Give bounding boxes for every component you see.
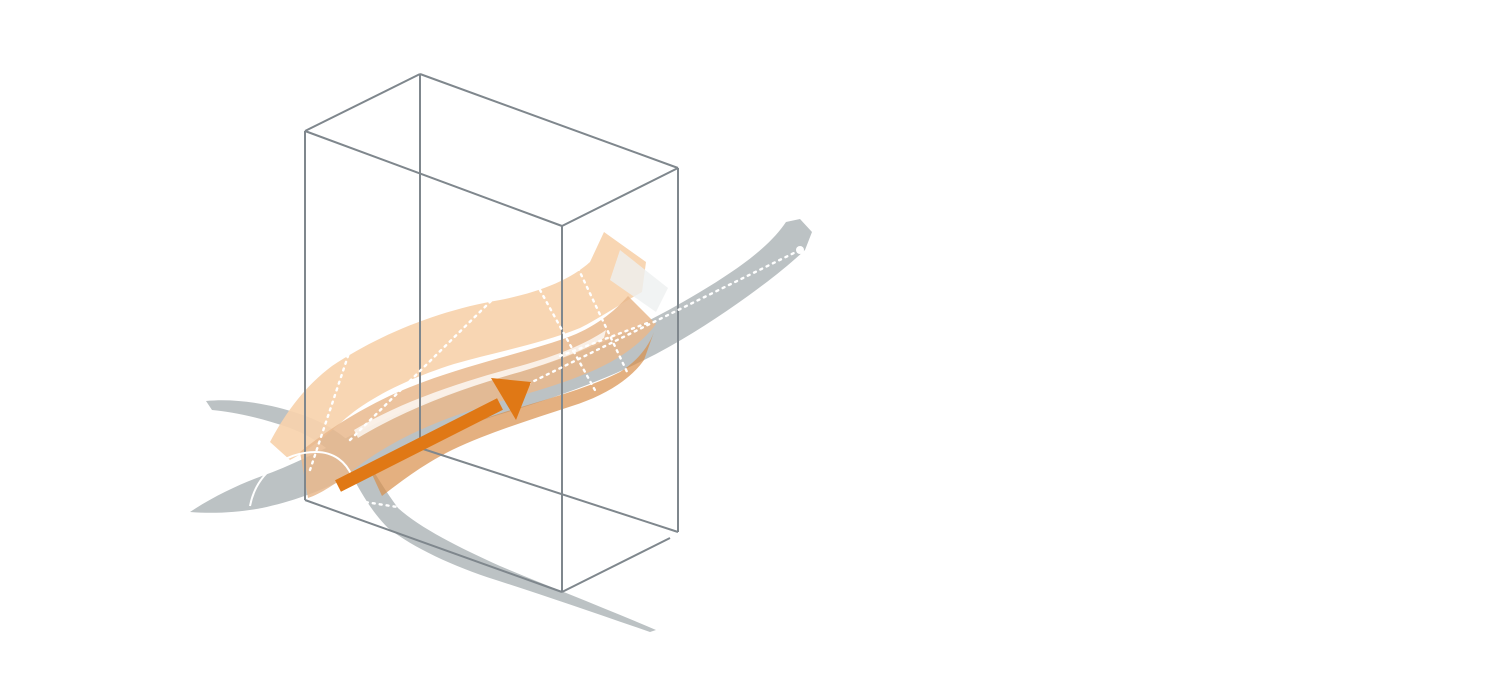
end-marker bbox=[796, 246, 804, 254]
